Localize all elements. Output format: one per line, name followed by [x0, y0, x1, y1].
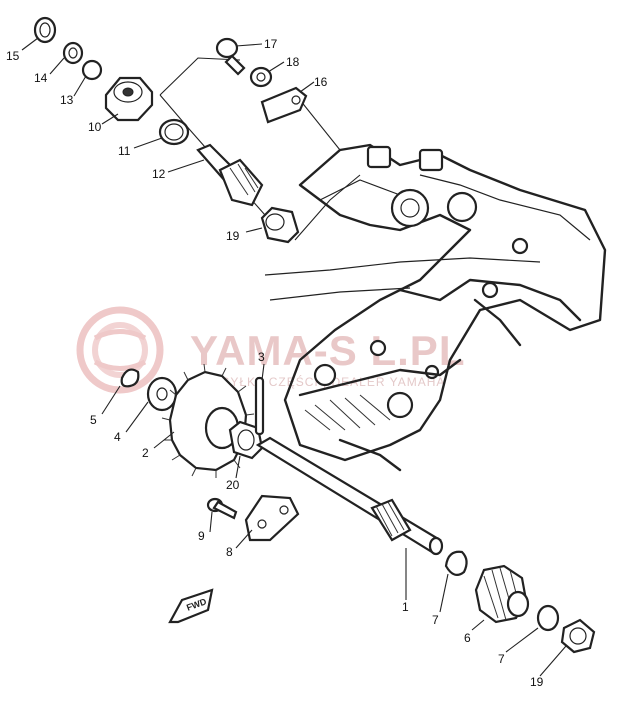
- part-4-washer: [146, 376, 178, 412]
- part-7-circlip-left: [444, 550, 468, 576]
- part-9-bolt: [206, 497, 238, 520]
- label-3: 3: [258, 350, 265, 364]
- part-19-bushing-upper: [260, 206, 300, 244]
- label-1: 1: [402, 600, 409, 614]
- label-20: 20: [226, 478, 240, 492]
- part-10-housing: [104, 76, 154, 122]
- part-5-circlip: [120, 368, 140, 388]
- part-17-bolt: [215, 37, 246, 76]
- label-15: 15: [6, 49, 20, 63]
- label-17: 17: [264, 37, 278, 51]
- part-labels: 15 14 13 10 11 12 19 17 18 16 3 5 4 2 20…: [6, 37, 544, 689]
- part-16-plate: [260, 86, 308, 124]
- label-6: 6: [464, 631, 471, 645]
- watermark-logo-icon: [76, 306, 164, 394]
- part-1-kick-shaft: [255, 436, 444, 556]
- part-15-circlip: [33, 16, 57, 44]
- part-13-oring: [81, 59, 103, 81]
- label-16: 16: [314, 75, 328, 89]
- label-7-left: 7: [432, 613, 439, 627]
- part-7-circlip-right: [536, 604, 560, 632]
- label-19-lower: 19: [530, 675, 544, 689]
- part-11-oring: [158, 118, 190, 146]
- label-9: 9: [198, 529, 205, 543]
- label-11: 11: [118, 144, 131, 158]
- label-18: 18: [286, 55, 300, 69]
- part-12-driven-gear: [196, 143, 264, 207]
- part-3-pin: [254, 376, 265, 436]
- label-13: 13: [60, 93, 74, 107]
- label-14: 14: [34, 71, 48, 85]
- part-6-idler-gear: [474, 564, 530, 624]
- part-19-bushing-lower: [560, 618, 596, 654]
- label-8: 8: [226, 545, 233, 559]
- leader-lines: [21, 37, 567, 677]
- label-4: 4: [114, 430, 121, 444]
- part-14-washer: [62, 41, 84, 65]
- label-7-right: 7: [498, 652, 505, 666]
- label-2: 2: [142, 446, 149, 460]
- part-8-plate: [244, 494, 300, 542]
- part-18-washer: [249, 66, 273, 88]
- label-19-upper: 19: [226, 229, 240, 243]
- label-5: 5: [90, 413, 97, 427]
- fwd-arrow-icon: FWD: [168, 588, 214, 624]
- label-12: 12: [152, 167, 166, 181]
- label-10: 10: [88, 120, 102, 134]
- engine-case: [264, 143, 607, 472]
